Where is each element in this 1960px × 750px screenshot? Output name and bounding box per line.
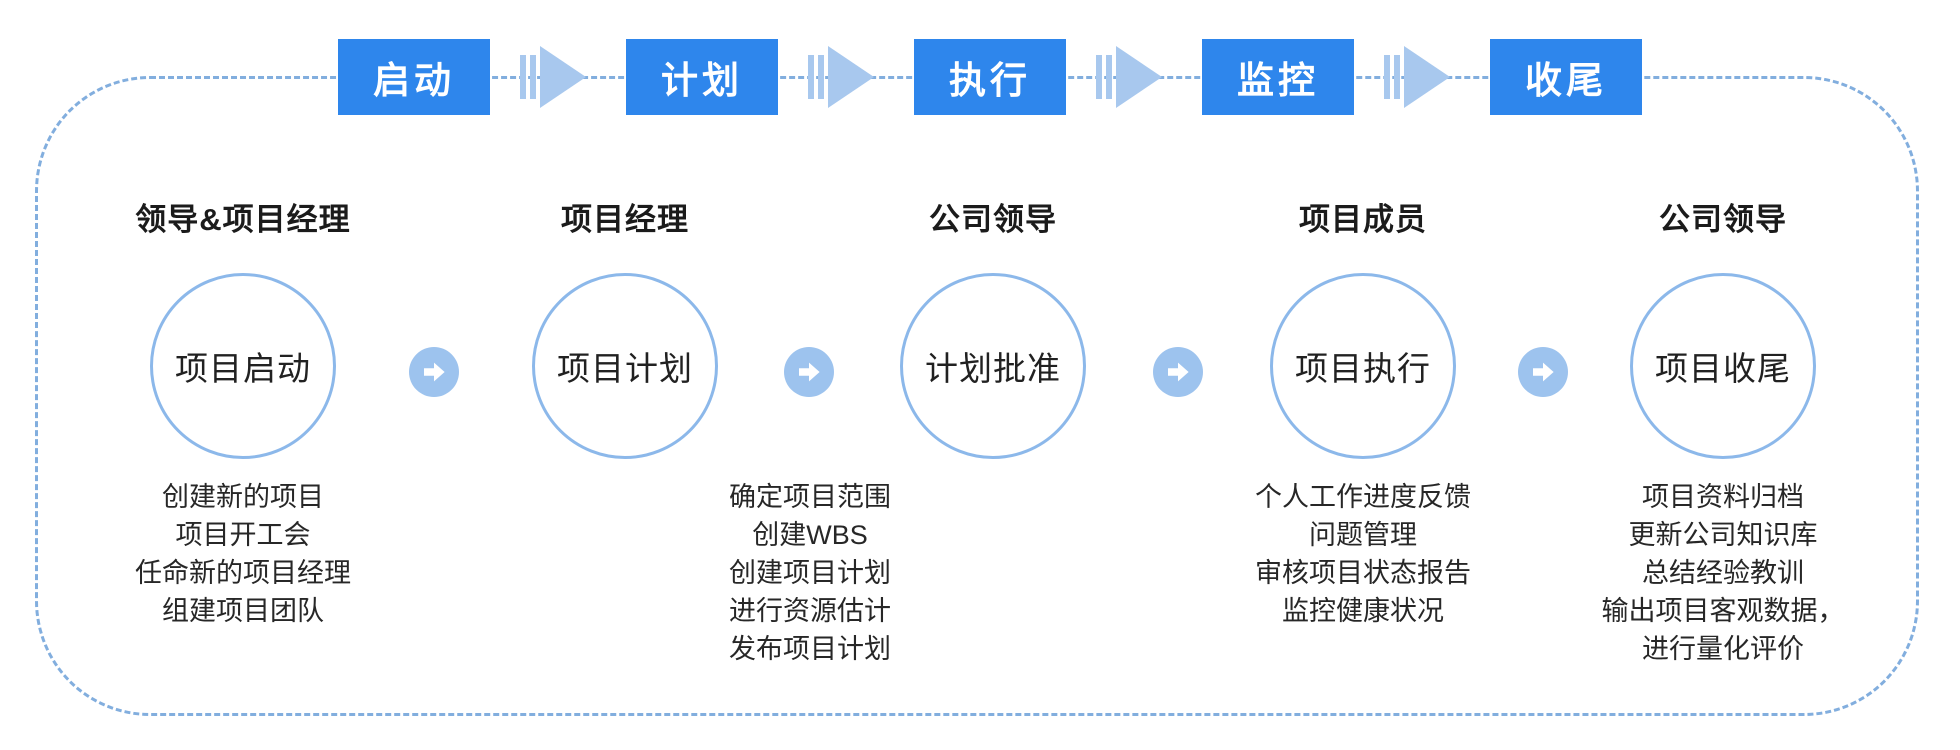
arrow-circle xyxy=(1153,347,1203,397)
stage-circle-planning: 项目计划 xyxy=(532,273,718,459)
task-list-planning: 确定项目范围 创建WBS 创建项目计划 进行资源估计 发布项目计划 xyxy=(630,478,990,668)
task-item: 项目资料归档 xyxy=(1642,482,1804,512)
role-header-2: 项目经理 xyxy=(561,202,689,237)
task-list-closing: 项目资料归档 更新公司知识库 总结经验教训 输出项目客观数据， 进行量化评价 xyxy=(1543,478,1903,668)
task-item: 组建项目团队 xyxy=(162,596,324,626)
role-header-5: 公司领导 xyxy=(1659,202,1787,237)
task-item: 总结经验教训 xyxy=(1642,558,1804,588)
phase-box-monitoring: 监控 xyxy=(1202,39,1354,115)
phase-box-execution: 执行 xyxy=(914,39,1066,115)
task-item: 任命新的项目经理 xyxy=(135,558,351,588)
task-item: 个人工作进度反馈 xyxy=(1255,482,1471,512)
striped-arrow-icon xyxy=(1096,46,1162,108)
task-item: 发布项目计划 xyxy=(729,634,891,664)
arrow-circle xyxy=(409,347,459,397)
task-item: 问题管理 xyxy=(1309,520,1417,550)
task-item: 更新公司知识库 xyxy=(1628,520,1818,550)
task-list-execution: 个人工作进度反馈 问题管理 审核项目状态报告 监控健康状况 xyxy=(1183,478,1543,630)
role-header-4: 项目成员 xyxy=(1299,202,1427,237)
arrow-right-icon xyxy=(799,362,820,382)
role-header-3: 公司领导 xyxy=(929,202,1057,237)
arrow-circle xyxy=(784,347,834,397)
task-item: 进行资源估计 xyxy=(729,596,891,626)
arrow-right-icon xyxy=(1168,362,1189,382)
striped-arrow-icon xyxy=(808,46,874,108)
stage-circle-execution: 项目执行 xyxy=(1270,273,1456,459)
task-item: 确定项目范围 xyxy=(729,482,891,512)
arrow-right-icon xyxy=(1533,362,1554,382)
striped-arrow-icon xyxy=(1384,46,1450,108)
phase-box-closing: 收尾 xyxy=(1490,39,1642,115)
task-item: 项目开工会 xyxy=(175,520,311,550)
task-item: 监控健康状况 xyxy=(1282,596,1444,626)
phase-box-planning: 计划 xyxy=(626,39,778,115)
stage-circle-closing: 项目收尾 xyxy=(1630,273,1816,459)
arrow-right-icon xyxy=(424,362,445,382)
stage-circle-approval: 计划批准 xyxy=(900,273,1086,459)
task-item: 审核项目状态报告 xyxy=(1255,558,1471,588)
task-item: 输出项目客观数据， xyxy=(1601,596,1845,626)
task-item: 创建新的项目 xyxy=(162,482,324,512)
role-header-1: 领导&项目经理 xyxy=(135,202,351,237)
stage-circle-initiation: 项目启动 xyxy=(150,273,336,459)
striped-arrow-icon xyxy=(520,46,586,108)
phase-box-initiation: 启动 xyxy=(338,39,490,115)
task-item: 创建WBS xyxy=(752,520,868,550)
task-item: 进行量化评价 xyxy=(1642,634,1804,664)
task-item: 创建项目计划 xyxy=(729,558,891,588)
task-list-initiation: 创建新的项目 项目开工会 任命新的项目经理 组建项目团队 xyxy=(63,478,423,630)
arrow-circle xyxy=(1518,347,1568,397)
